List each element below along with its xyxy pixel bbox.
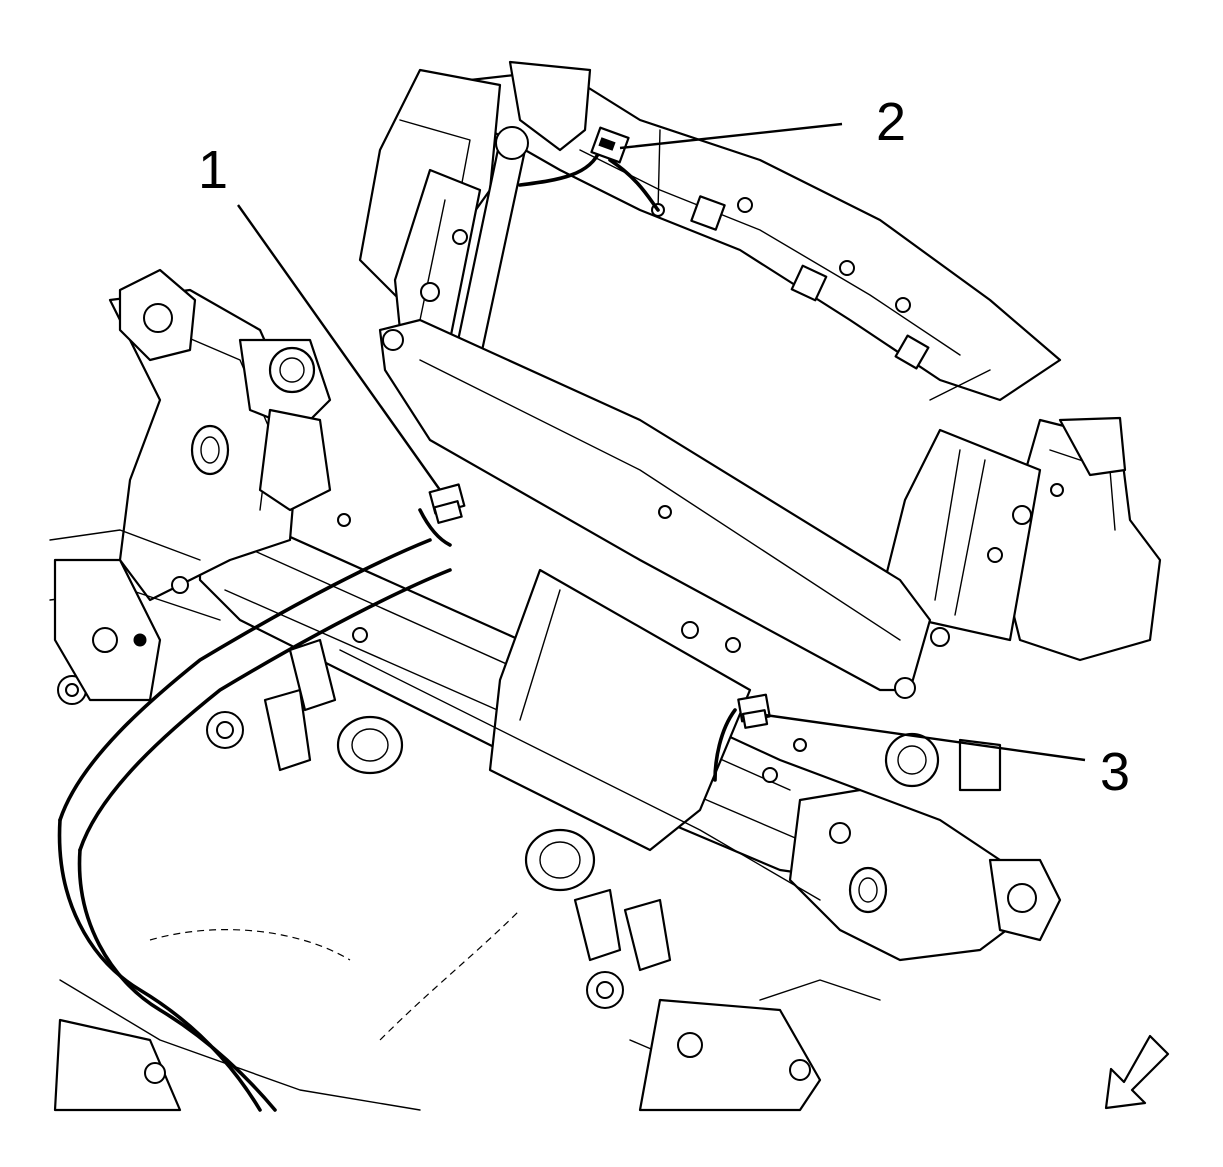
- callout-1-label: 1: [198, 140, 228, 200]
- underbody-floor: [49, 529, 881, 1112]
- connector-3: [737, 693, 771, 729]
- fastener-holes: [171, 197, 1064, 783]
- callout-1-leader: [237, 204, 441, 491]
- callout-2-leader: [619, 122, 843, 150]
- callout-2-label: 2: [876, 92, 906, 152]
- radiator-support-frame: [358, 60, 1162, 692]
- engine-cradle: [108, 268, 1062, 962]
- connector-1: [428, 483, 466, 524]
- callout-3: 3: [764, 713, 1130, 802]
- callout-1: 1: [198, 140, 441, 491]
- stabilizer-bar: [57, 538, 452, 1112]
- wiring-harness: [418, 148, 737, 782]
- callout-3-leader: [764, 713, 1086, 762]
- connector-2: [590, 126, 630, 164]
- callout-2: 2: [619, 92, 906, 152]
- callout-3-label: 3: [1100, 742, 1130, 802]
- arrow-down-left-icon: [1104, 1034, 1170, 1110]
